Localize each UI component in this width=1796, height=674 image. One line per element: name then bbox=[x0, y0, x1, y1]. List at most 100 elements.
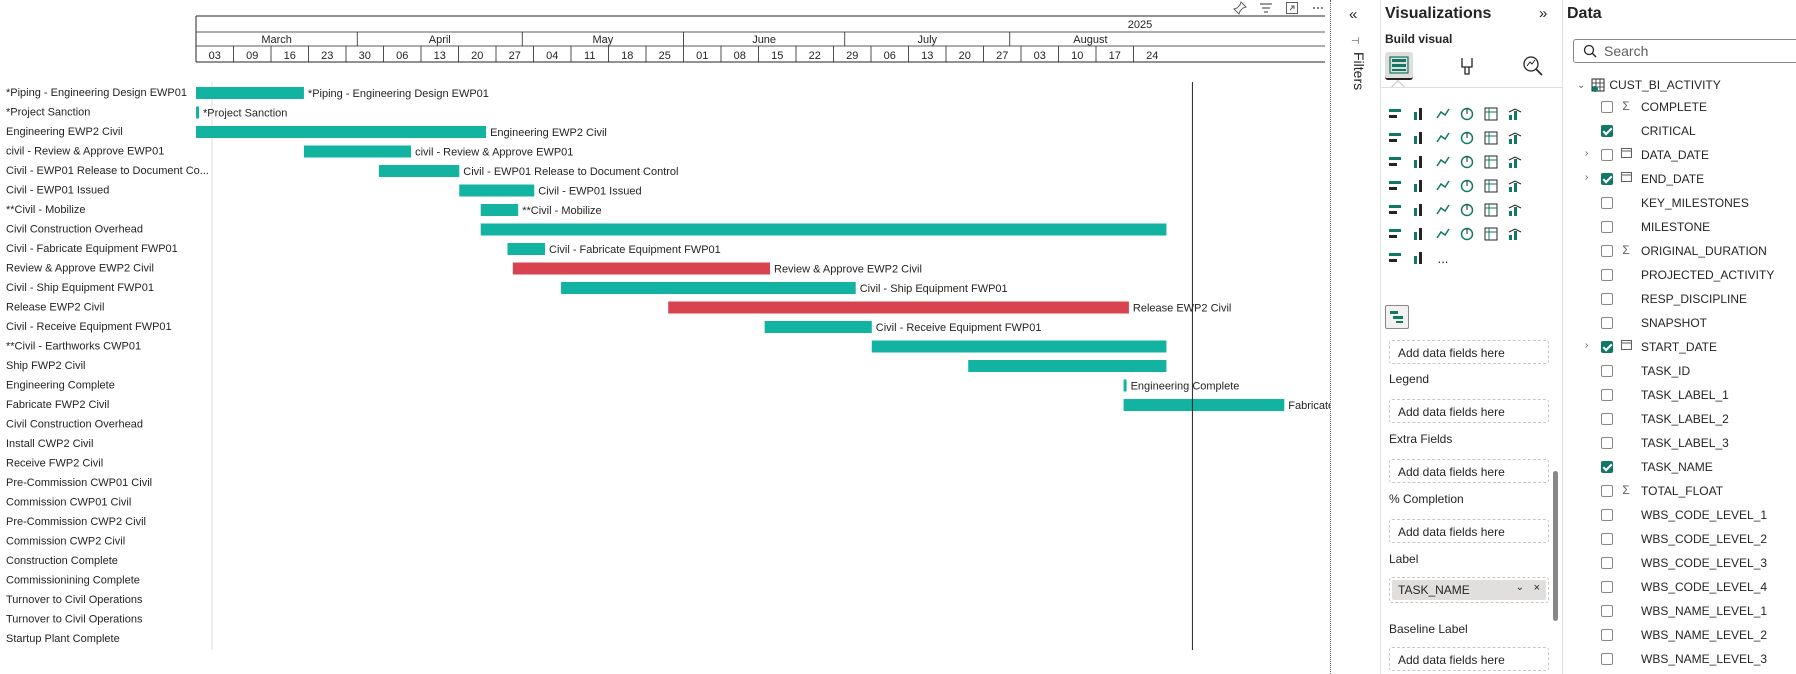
field-list-item[interactable]: KEY_MILESTONES bbox=[1563, 195, 1796, 213]
field-checkbox[interactable] bbox=[1601, 413, 1613, 425]
field-list-item[interactable]: RESP_DISCIPLINE bbox=[1563, 291, 1796, 309]
filters-pane-collapsed[interactable]: « ⊣ Filters bbox=[1331, 0, 1381, 674]
field-checkbox[interactable] bbox=[1601, 245, 1613, 257]
field-list-item[interactable]: ›START_DATE bbox=[1563, 339, 1796, 357]
slicer-icon[interactable] bbox=[1433, 200, 1453, 220]
task-name-label[interactable]: **Civil - Earthworks CWP01 bbox=[6, 341, 141, 353]
task-name-label[interactable]: Pre-Commission CWP01 Civil bbox=[6, 477, 152, 489]
line-stacked-column-icon[interactable] bbox=[1505, 128, 1525, 148]
task-name-label[interactable]: Turnover to Civil Operations bbox=[6, 614, 143, 626]
task-bar[interactable] bbox=[764, 321, 872, 333]
field-list-item[interactable]: WBS_NAME_LEVEL_2 bbox=[1563, 627, 1796, 645]
chevron-down-icon[interactable]: ⌄ bbox=[1577, 79, 1586, 91]
task-name-label[interactable]: Engineering Complete bbox=[6, 380, 115, 392]
task-name-label[interactable]: Commission CWP2 Civil bbox=[6, 536, 125, 548]
line-column-icon[interactable] bbox=[1481, 128, 1501, 148]
table-node[interactable]: ⌄ CUST_BI_ACTIVITY bbox=[1577, 76, 1721, 94]
field-pill[interactable]: TASK_NAME⌄× bbox=[1392, 580, 1546, 600]
chevron-down-icon[interactable]: ⌄ bbox=[1515, 582, 1524, 593]
field-list-item[interactable]: TASK_NAME bbox=[1563, 459, 1796, 477]
format-visual-tab[interactable] bbox=[1453, 52, 1481, 80]
field-checkbox[interactable] bbox=[1601, 197, 1613, 209]
task-name-label[interactable]: *Piping - Engineering Design EWP01 bbox=[6, 87, 187, 99]
field-checkbox[interactable] bbox=[1601, 437, 1613, 449]
field-list-item[interactable]: WBS_CODE_LEVEL_3 bbox=[1563, 555, 1796, 573]
task-name-label[interactable]: Fabricate FWP2 Civil bbox=[6, 399, 109, 411]
task-name-label[interactable]: *Project Sanction bbox=[6, 107, 90, 119]
task-name-label[interactable]: Review & Approve EWP2 Civil bbox=[6, 263, 154, 275]
100-bar-icon[interactable] bbox=[1481, 104, 1501, 124]
waterfall-icon[interactable] bbox=[1385, 152, 1405, 172]
field-well-filled[interactable]: TASK_NAME⌄× bbox=[1389, 577, 1549, 603]
paginated-report-icon[interactable] bbox=[1481, 224, 1501, 244]
search-input[interactable] bbox=[1604, 43, 1796, 59]
task-name-label[interactable]: civil - Review & Approve EWP01 bbox=[6, 146, 164, 158]
field-list-item[interactable]: WBS_NAME_LEVEL_1 bbox=[1563, 603, 1796, 621]
field-checkbox[interactable] bbox=[1601, 149, 1613, 161]
pane-scrollbar[interactable] bbox=[1553, 471, 1558, 621]
task-bar[interactable] bbox=[507, 243, 546, 255]
field-checkbox[interactable] bbox=[1601, 317, 1613, 329]
field-list-item[interactable]: TASK_LABEL_1 bbox=[1563, 387, 1796, 405]
narrative-icon[interactable] bbox=[1433, 224, 1453, 244]
filter-icon[interactable] bbox=[1258, 1, 1274, 15]
task-bar[interactable] bbox=[196, 126, 487, 138]
task-name-label[interactable]: **Civil - Mobilize bbox=[6, 204, 85, 216]
azure-map-icon[interactable] bbox=[1433, 176, 1453, 196]
stacked-column-icon[interactable] bbox=[1409, 104, 1429, 124]
field-well-dropzone[interactable]: Add data fields here bbox=[1389, 399, 1549, 423]
task-bar[interactable] bbox=[480, 223, 1167, 236]
field-checkbox[interactable] bbox=[1601, 485, 1613, 497]
task-name-label[interactable]: Commissionining Complete bbox=[6, 575, 140, 587]
decomposition-tree-icon[interactable] bbox=[1505, 200, 1525, 220]
more-visuals-icon[interactable]: ... bbox=[1437, 250, 1449, 266]
field-list-item[interactable]: WBS_CODE_LEVEL_1 bbox=[1563, 507, 1796, 525]
field-list-item[interactable]: PROJECTED_ACTIVITY bbox=[1563, 267, 1796, 285]
focus-mode-icon[interactable] bbox=[1284, 1, 1300, 15]
task-bar[interactable] bbox=[668, 301, 1129, 314]
task-name-label[interactable]: Commission CWP01 Civil bbox=[6, 497, 131, 509]
task-name-label[interactable]: Civil Construction Overhead bbox=[6, 419, 143, 431]
funnel-icon[interactable] bbox=[1409, 152, 1429, 172]
field-checkbox[interactable] bbox=[1601, 293, 1613, 305]
field-checkbox[interactable] bbox=[1601, 629, 1613, 641]
field-list-item[interactable]: SNAPSHOT bbox=[1563, 315, 1796, 333]
field-list-item[interactable]: ›END_DATE bbox=[1563, 171, 1796, 189]
treemap-icon[interactable] bbox=[1505, 152, 1525, 172]
filters-label[interactable]: Filters bbox=[1351, 52, 1367, 91]
task-name-label[interactable]: Turnover to Civil Operations bbox=[6, 594, 143, 606]
field-checkbox[interactable] bbox=[1601, 173, 1613, 185]
kpi-icon[interactable] bbox=[1409, 200, 1429, 220]
table-icon[interactable] bbox=[1457, 200, 1477, 220]
task-name-label[interactable]: Civil - EWP01 Release to Document Co... bbox=[6, 165, 209, 177]
100-column-icon[interactable] bbox=[1505, 104, 1525, 124]
field-list-item[interactable]: TASK_LABEL_3 bbox=[1563, 435, 1796, 453]
power-apps-icon[interactable] bbox=[1385, 248, 1405, 268]
task-bar[interactable] bbox=[561, 282, 856, 294]
field-well-dropzone[interactable]: Add data fields here bbox=[1389, 519, 1549, 543]
field-checkbox[interactable] bbox=[1601, 269, 1613, 281]
field-list-item[interactable]: MILESTONE bbox=[1563, 219, 1796, 237]
task-bar[interactable] bbox=[459, 184, 535, 197]
task-bar[interactable] bbox=[1123, 379, 1127, 392]
field-checkbox[interactable] bbox=[1601, 101, 1613, 113]
card-icon[interactable] bbox=[1505, 176, 1525, 196]
trophy-icon[interactable] bbox=[1457, 224, 1477, 244]
multirow-card-icon[interactable] bbox=[1385, 200, 1405, 220]
task-bar[interactable] bbox=[196, 106, 199, 119]
field-list-item[interactable]: CRITICAL bbox=[1563, 123, 1796, 141]
build-visual-tab[interactable] bbox=[1385, 52, 1413, 80]
field-list-item[interactable]: WBS_CODE_LEVEL_2 bbox=[1563, 531, 1796, 549]
pie-icon[interactable] bbox=[1457, 152, 1477, 172]
ribbon-chart-icon[interactable] bbox=[1457, 128, 1477, 148]
gauge-icon[interactable] bbox=[1481, 176, 1501, 196]
field-well-dropzone[interactable]: Add data fields here bbox=[1389, 459, 1549, 483]
task-name-label[interactable]: Civil - Ship Equipment FWP01 bbox=[6, 282, 154, 294]
python-visual-icon[interactable] bbox=[1505, 224, 1525, 244]
field-checkbox[interactable] bbox=[1601, 125, 1613, 137]
matrix-icon[interactable] bbox=[1481, 200, 1501, 220]
